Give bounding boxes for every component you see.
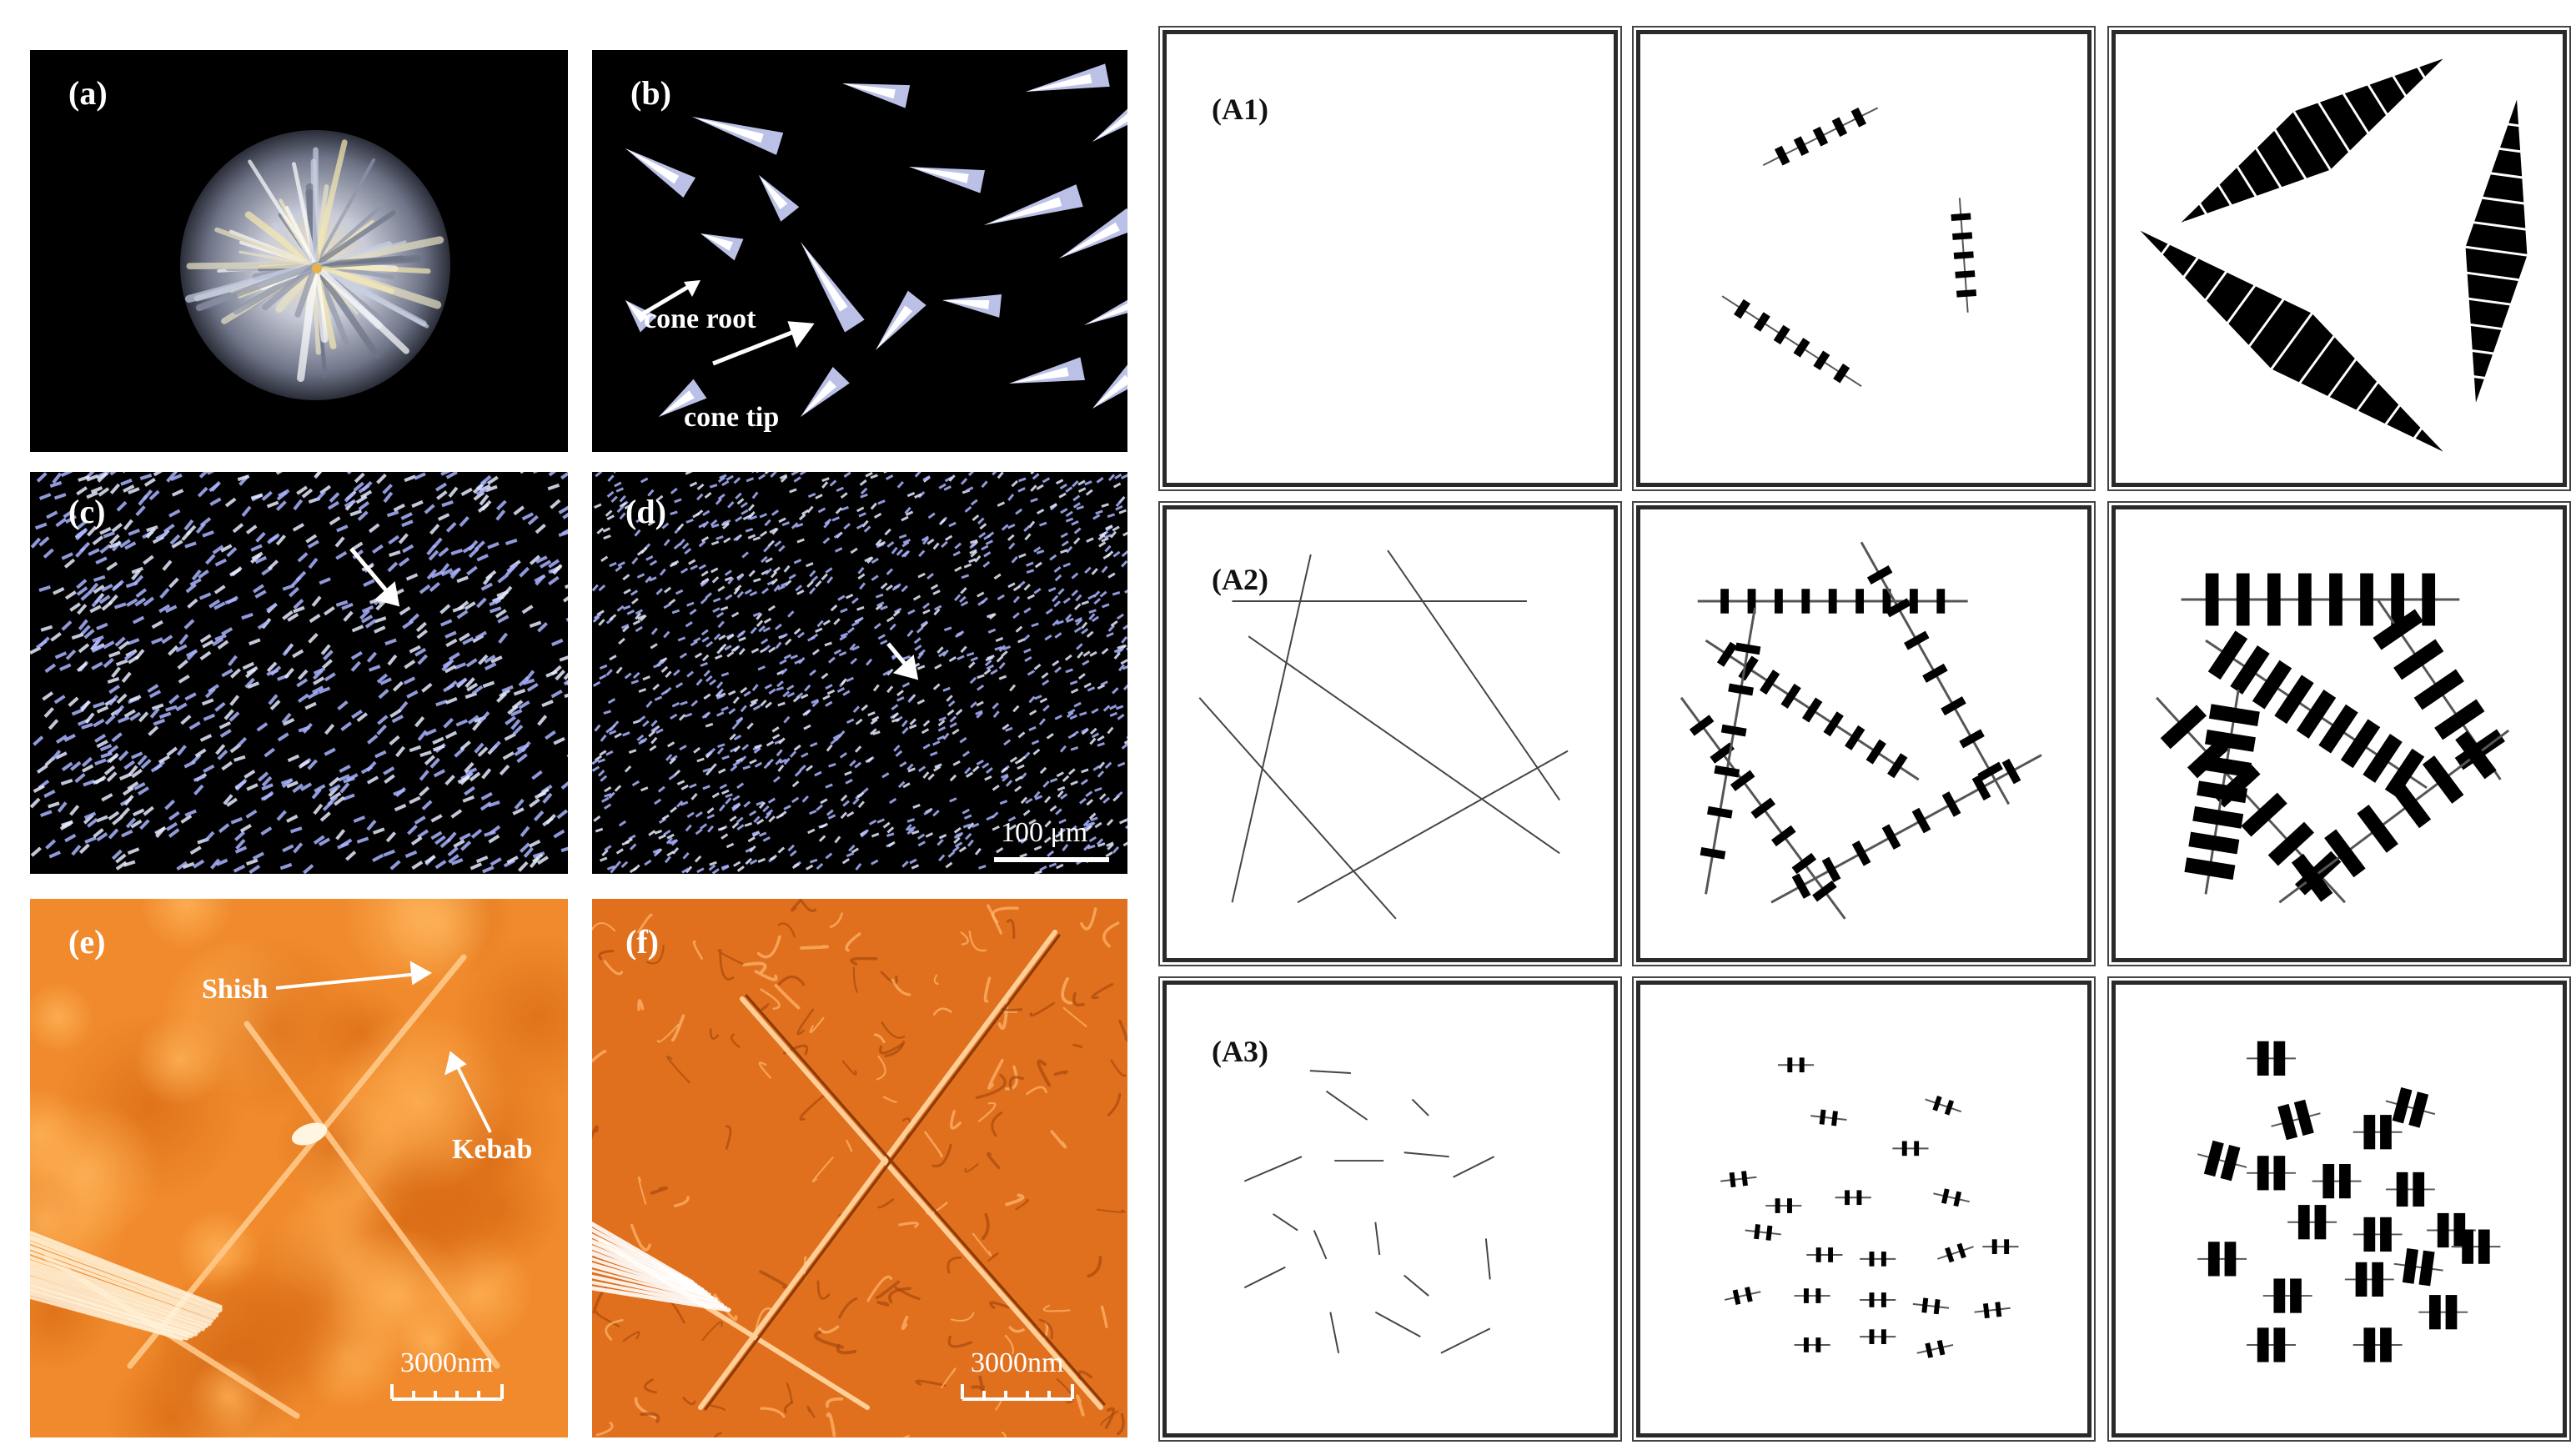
schematic-label-a2: (A2) — [1212, 563, 1268, 596]
scale-bar-d: 100 μm — [994, 819, 1111, 869]
micrograph-b: (b) cone root cone tip — [592, 50, 1127, 452]
panel-label-c: (c) — [68, 493, 106, 530]
schematic-a3-stage3 — [2112, 981, 2567, 1437]
annotation-shish: Shish — [202, 974, 269, 1005]
micrograph-e: (e) Shish Kebab 3000nm — [30, 899, 568, 1437]
shish-lines-with-large-kebabs — [2156, 573, 2510, 904]
crystal-texture-d — [592, 472, 1127, 874]
short-shish-large-kebabs — [2197, 1041, 2501, 1362]
cone-crystals-image — [625, 63, 1127, 417]
spherulite-image — [180, 130, 450, 400]
panel-label-f: (f) — [625, 923, 659, 961]
schematic-a2-stage2 — [1636, 505, 2091, 962]
short-shish-segments — [1243, 1070, 1495, 1354]
micrograph-d: (d) 100 μm — [592, 472, 1127, 874]
large-cone-shish-kebabs — [2140, 43, 2545, 462]
schematic-label-a3: (A3) — [1212, 1035, 1268, 1068]
scale-bar-f: 3000nm — [959, 1349, 1084, 1407]
scale-ruler-e — [390, 1384, 504, 1401]
micrograph-a: (a) — [30, 50, 568, 452]
panel-label-d: (d) — [625, 493, 666, 530]
annotation-cone-root: cone root — [644, 304, 756, 334]
micrograph-f: (f) 3000nm — [592, 899, 1127, 1437]
schematic-label-a1: (A1) — [1212, 93, 1268, 126]
micrograph-c: (c) — [30, 472, 568, 874]
panel-label-a: (a) — [68, 74, 108, 112]
shish-lines-with-small-kebabs — [1680, 541, 2042, 920]
schematic-a1-stage1: (A1) — [1162, 30, 1618, 487]
scale-label-e: 3000nm — [400, 1347, 494, 1378]
scale-label-f: 3000nm — [971, 1347, 1064, 1378]
schematic-a1-stage3 — [2112, 30, 2567, 487]
schematic-a2-stage3 — [2112, 505, 2567, 962]
panel-label-e: (e) — [68, 923, 106, 961]
small-shish-kebab-clusters — [1721, 107, 1977, 387]
panel-label-b: (b) — [630, 74, 671, 112]
annotation-cone-tip: cone tip — [684, 402, 780, 433]
afm-height-image — [30, 899, 568, 1437]
long-shish-lines — [1198, 549, 1569, 920]
arrow-c — [349, 547, 392, 597]
arrow-shish — [275, 972, 419, 990]
short-shish-small-kebabs — [1720, 1057, 2019, 1358]
schematic-a3-stage1: (A3) — [1162, 981, 1618, 1437]
scale-line-d — [994, 857, 1109, 862]
arrow-kebab — [454, 1063, 492, 1133]
schematic-a2-stage1: (A2) — [1162, 505, 1618, 962]
schematic-a3-stage2 — [1636, 981, 2091, 1437]
crystal-texture-c — [30, 472, 568, 874]
scale-label-d: 100 μm — [1001, 817, 1088, 848]
scale-ruler-f — [961, 1384, 1074, 1401]
schematic-a1-stage2 — [1636, 30, 2091, 487]
annotation-kebab: Kebab — [452, 1134, 533, 1165]
scale-bar-e: 3000nm — [389, 1349, 514, 1407]
